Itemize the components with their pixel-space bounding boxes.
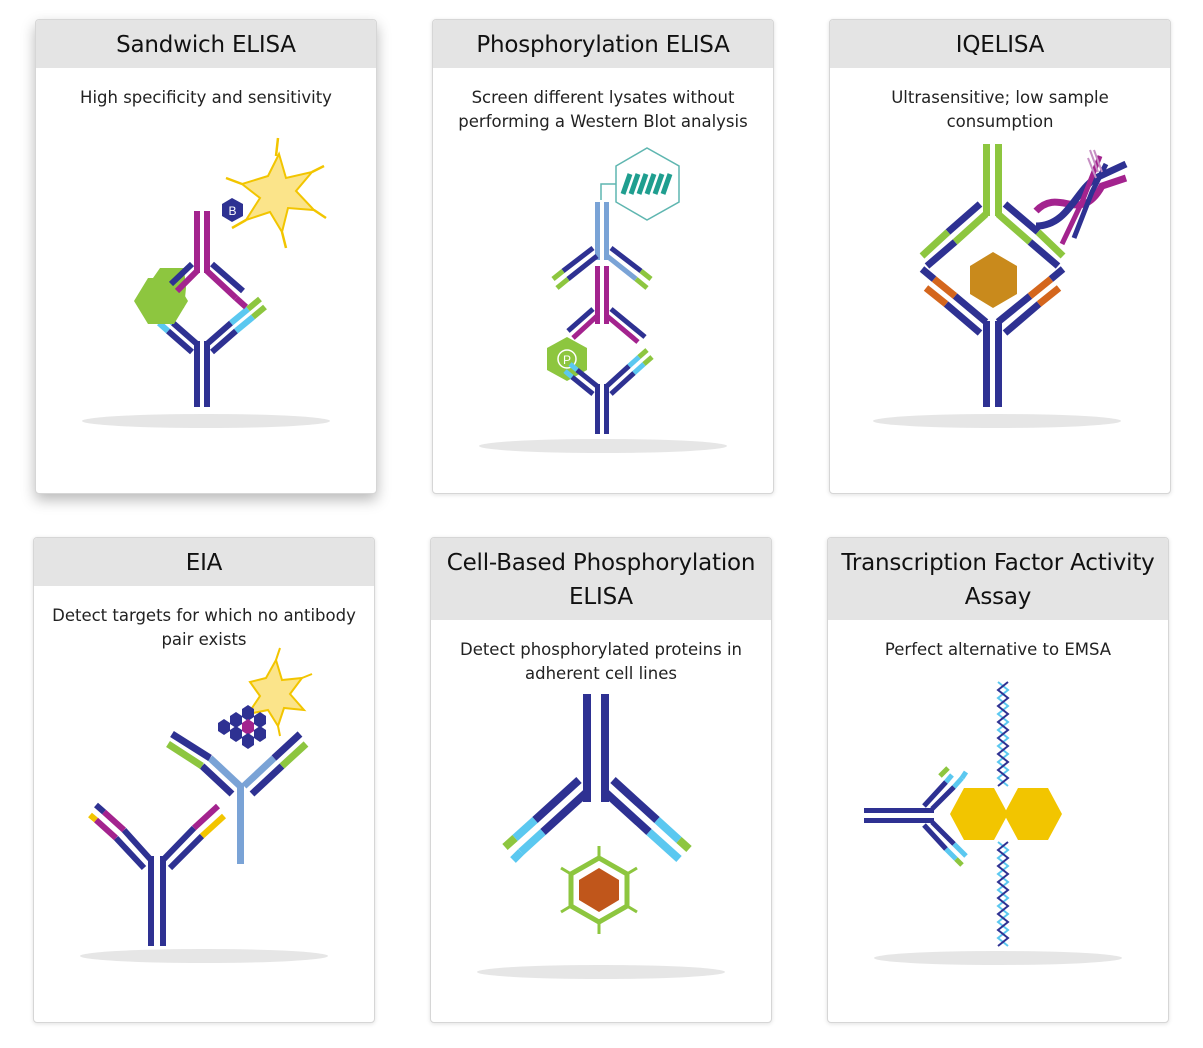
card-description: High specificity and sensitivity xyxy=(80,88,332,107)
eia-illustration xyxy=(80,647,328,963)
hexagon-cluster-icon xyxy=(218,705,266,749)
detection-antibody-icon xyxy=(566,266,647,344)
card-title: Transcription Factor Activity Assay xyxy=(828,538,1168,620)
card-cell-based-phosphorylation-elisa[interactable]: Cell-Based Phosphorylation ELISA Detect … xyxy=(430,537,772,1023)
transcription-factor-illustration xyxy=(864,681,1122,965)
secondary-antibody-icon xyxy=(551,202,653,290)
card-description: Perfect alternative to EMSA xyxy=(884,640,1112,659)
detection-antibody-icon xyxy=(919,144,1066,269)
star-icon xyxy=(225,137,327,249)
card-title: Sandwich ELISA xyxy=(36,20,376,68)
card-description: Detect phosphorylated proteins in adhere… xyxy=(459,640,743,683)
star-icon xyxy=(245,647,313,737)
tracer-antibody-icon xyxy=(166,731,309,864)
phosphorylation-elisa-illustration: P xyxy=(479,147,727,453)
card-description: Ultrasensitive; low sample consumption xyxy=(891,88,1109,131)
label-hexagon-icon xyxy=(600,147,680,221)
dna-helix-icon xyxy=(996,681,1010,947)
card-title: EIA xyxy=(34,538,374,586)
card-description: Screen different lysates without perform… xyxy=(458,88,748,131)
dna-helix-icon xyxy=(1033,149,1128,246)
card-eia[interactable]: EIA Detect targets for which no antibody… xyxy=(33,537,375,1023)
capture-antibody-icon xyxy=(919,266,1066,407)
iqelisa-illustration xyxy=(873,144,1128,428)
phospho-label: P xyxy=(563,353,571,367)
cell-hexagon-icon xyxy=(560,846,638,934)
sandwich-elisa-illustration: B xyxy=(82,137,330,428)
card-title: Cell-Based Phosphorylation ELISA xyxy=(431,538,771,620)
antibody-icon xyxy=(864,766,969,867)
card-phosphorylation-elisa[interactable]: Phosphorylation ELISA Screen different l… xyxy=(432,19,774,494)
detection-antibody-icon xyxy=(168,211,249,310)
card-iqelisa[interactable]: IQELISA Ultrasensitive; low sample consu… xyxy=(829,19,1171,494)
cell-based-illustration xyxy=(477,694,725,979)
capture-antibody-icon xyxy=(563,348,654,434)
card-title: IQELISA xyxy=(830,20,1170,68)
card-description: Detect targets for which no antibody pai… xyxy=(52,606,356,649)
capture-antibody-icon xyxy=(88,802,227,946)
card-transcription-factor-assay[interactable]: Transcription Factor Activity Assay Perf… xyxy=(827,537,1169,1023)
antibody-icon xyxy=(502,694,692,863)
biotin-label: B xyxy=(228,204,236,218)
card-title: Phosphorylation ELISA xyxy=(433,20,773,68)
card-sandwich-elisa[interactable]: Sandwich ELISA High specificity and sens… xyxy=(35,19,377,494)
antigen-hexagon-icon xyxy=(970,252,1017,308)
transcription-factor-hexagon-icon xyxy=(950,788,1008,840)
biotin-hexagon-icon xyxy=(222,198,243,222)
